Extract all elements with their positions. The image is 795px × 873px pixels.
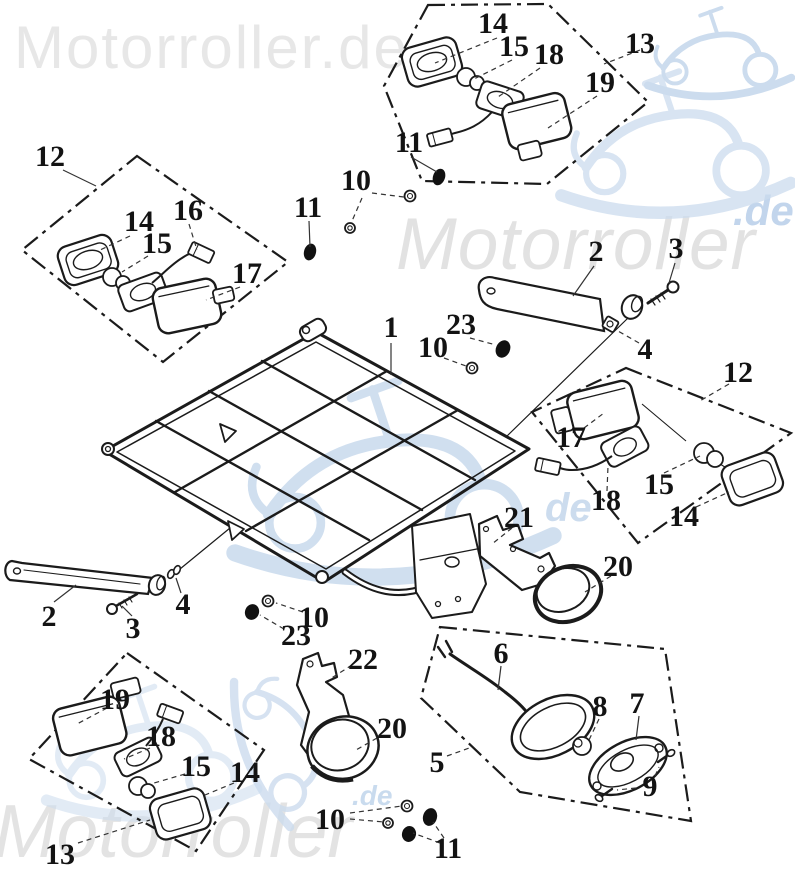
nut [400,799,414,813]
indicator-set-right [534,379,785,507]
watermark-tld-center: de [545,486,592,530]
detail-box-taillight [419,625,693,823]
grommets [244,168,511,842]
grommet [303,243,317,261]
indicator-set-bottom [51,676,212,841]
grommet [401,826,417,842]
taillight-assembly [436,639,676,803]
leader-lines [53,37,730,844]
support-arm-right [477,276,680,438]
nut [382,817,394,829]
horn-bottom-assembly [295,651,380,783]
watermark-tld-bottom: .de [352,780,393,811]
nut [261,594,275,608]
detail-box-12-right [530,366,794,545]
grommet [422,808,438,826]
indicator-set-left [56,233,236,335]
nuts [261,189,479,829]
detail-box-13-top [382,2,650,186]
support-arm-left [4,527,231,615]
grommet [244,604,260,620]
watermark-brand-top: Motorroller.de [14,14,409,81]
grommet [432,168,446,186]
nut [344,222,356,234]
watermark-brand-middle: Motorroller [396,204,756,285]
main-rack [101,317,531,619]
grommet [495,340,511,358]
detail-box-12-left [20,154,290,364]
nut [403,189,417,203]
nut [465,361,479,375]
horn-right-assembly [477,514,604,625]
indicator-set-top [400,36,573,162]
